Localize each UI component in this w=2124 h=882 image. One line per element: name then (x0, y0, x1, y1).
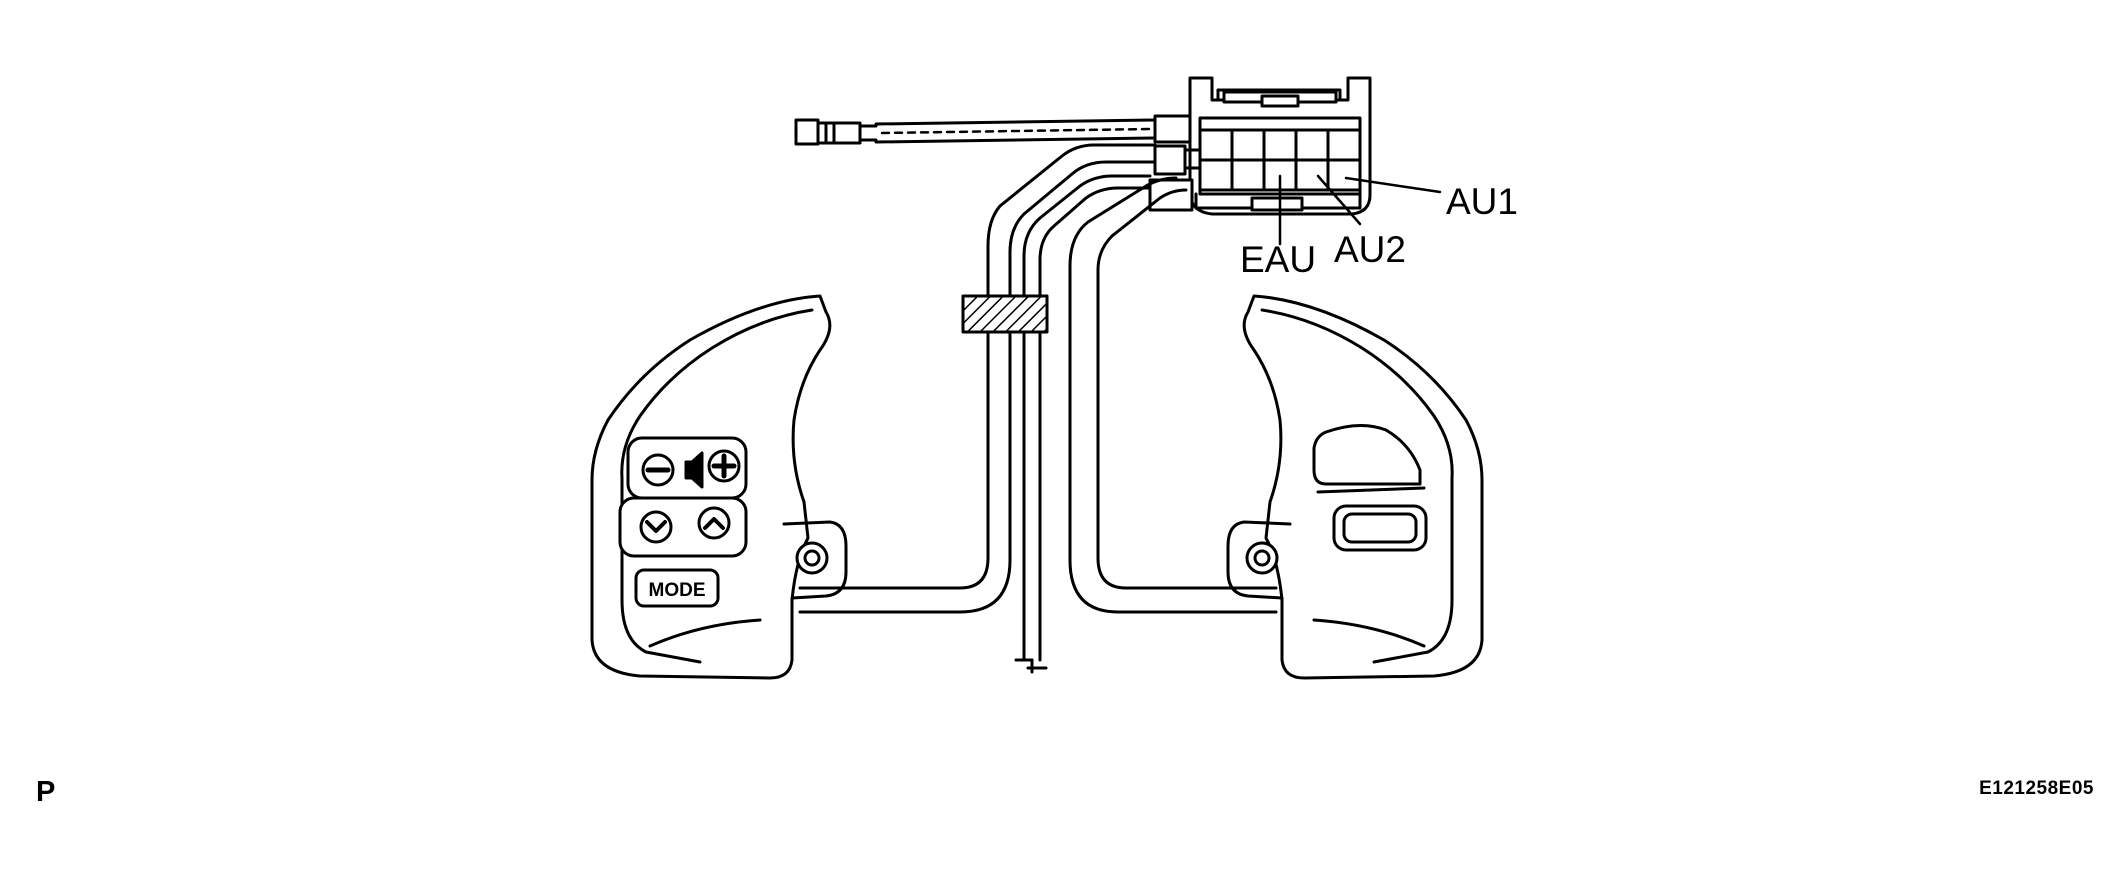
right-steering-switch (1226, 294, 1484, 680)
au1-label: AU1 (1446, 181, 1518, 222)
harness-tape (961, 294, 1049, 334)
chevron-down-circle-icon (639, 510, 673, 544)
view-letter: P (36, 776, 56, 808)
harness-wires (798, 143, 1278, 674)
minus-circle-icon (641, 453, 675, 487)
left-steering-switch (590, 294, 848, 680)
au2-label: AU2 (1334, 229, 1406, 270)
au1-leader-line (1344, 176, 1442, 194)
sensor-lead-wire (794, 114, 1201, 146)
au2-leader-line (1316, 174, 1362, 226)
chevron-up-circle-icon (697, 506, 731, 540)
mode-button (634, 568, 720, 608)
eau-label: EAU (1240, 239, 1316, 280)
speaker-icon (684, 451, 704, 489)
mode-button-label: MODE (649, 580, 706, 601)
plus-circle-icon (707, 449, 741, 483)
figure-id: E121258E05 (1979, 778, 2094, 799)
harness-connector (1188, 76, 1372, 216)
